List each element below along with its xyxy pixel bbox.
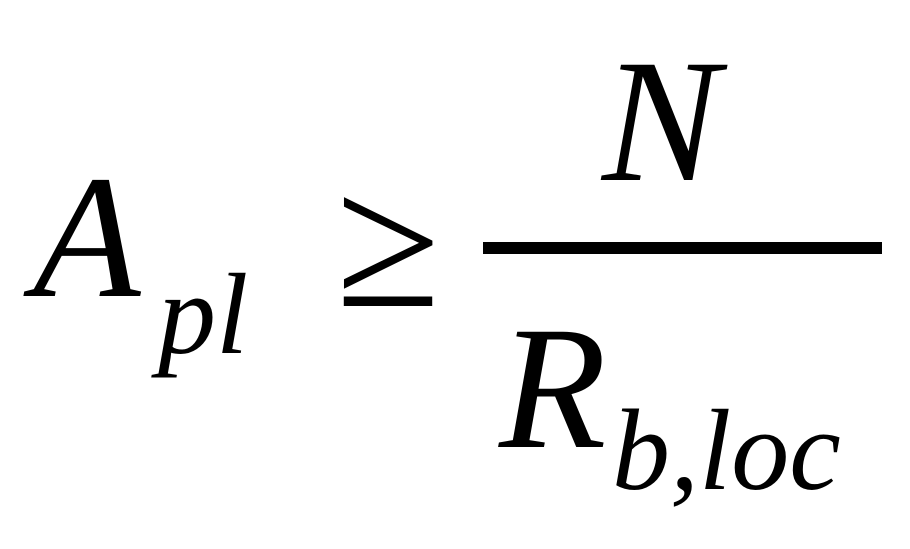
greater-equal-sign: ≥ (336, 138, 441, 348)
fraction-bar (483, 242, 882, 254)
denominator-subscript: b,loc (612, 387, 841, 515)
fraction-numerator: N (602, 24, 720, 219)
denominator-symbol: R (499, 291, 607, 486)
lhs-subscript: pl (158, 251, 249, 379)
lhs-symbol: A (33, 140, 141, 335)
